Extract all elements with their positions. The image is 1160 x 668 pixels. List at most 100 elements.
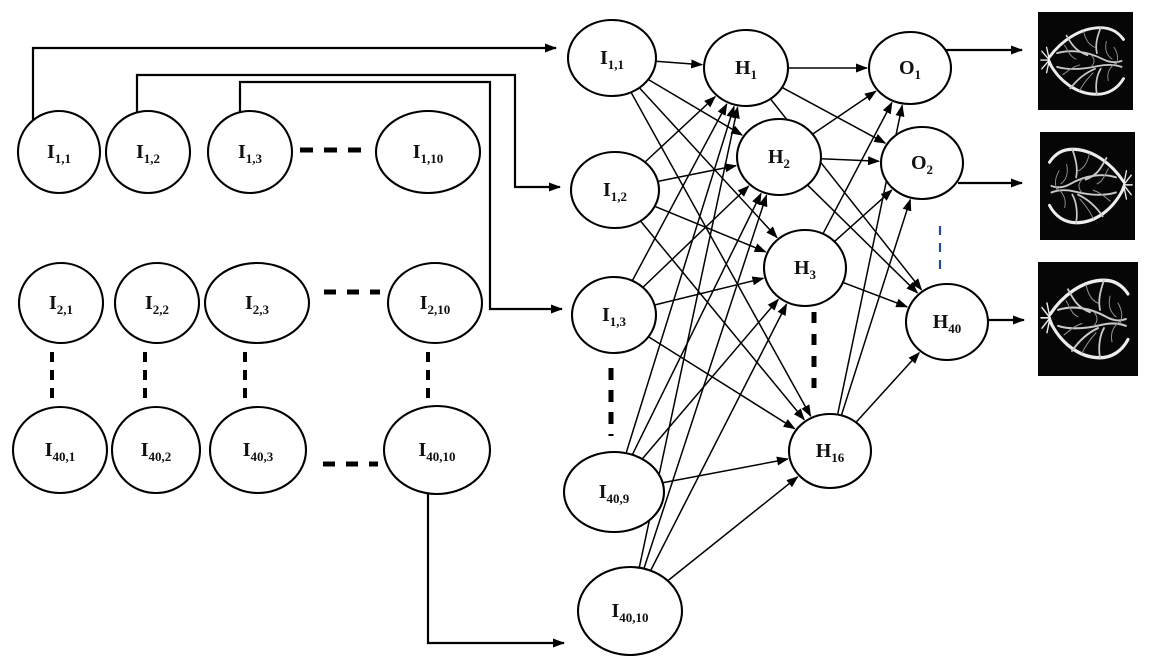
node-H-2: H2 (735, 117, 823, 197)
node-circle (206, 109, 294, 195)
route-I12 (135, 73, 561, 192)
edge-m4010-h2 (643, 194, 768, 569)
edge-h2-o2 (820, 156, 881, 166)
vessel-twig (1113, 46, 1119, 66)
retina-vessel-image-1 (1038, 12, 1133, 110)
vessel-twig (1093, 311, 1098, 327)
edge-m13-h1 (631, 103, 728, 282)
vessel-branch (1065, 34, 1089, 57)
route-I4010 (426, 494, 565, 648)
vessel-branch (1095, 67, 1102, 96)
node-label: I2,1 (49, 292, 73, 317)
edge-m12-h16 (639, 220, 805, 421)
node-I-2-2: I2,2 (113, 261, 201, 345)
node-I-1-1: I1,1 (566, 18, 658, 98)
vessel-branch (1057, 322, 1127, 330)
vessel-branch (1071, 148, 1078, 179)
node-I-2-3: I2,3 (203, 261, 311, 345)
vessel-branch (1056, 63, 1123, 70)
node-label: I1,1 (47, 141, 71, 166)
node-circle (382, 404, 492, 496)
edge-h2-h40 (806, 184, 919, 294)
node-I-40-2: I40,2 (110, 405, 202, 495)
node-I-2-1: I2,1 (17, 261, 105, 345)
optic-disc-ray (1122, 170, 1128, 186)
node-label: H3 (794, 257, 817, 282)
vessel-twig (1054, 170, 1060, 191)
optic-disc-ray (1046, 302, 1051, 319)
vessel-twig (1079, 72, 1094, 91)
node-H-16: H16 (787, 412, 873, 490)
optic-disc-ray (1122, 184, 1128, 200)
vessel-twig (1079, 198, 1094, 219)
vessel-twig (1060, 163, 1068, 185)
node-circle (787, 412, 873, 490)
optic-disc-ray (1045, 46, 1051, 61)
optic-disc-ray (1118, 184, 1125, 198)
edge-m12-h1 (644, 95, 717, 163)
vessel-twig (1085, 284, 1099, 304)
vessel-branch (1098, 279, 1105, 311)
optic-disc-ray (1041, 50, 1051, 61)
vessel-branch (1067, 288, 1091, 314)
vessel-twig (1062, 64, 1081, 76)
node-circle (11, 405, 109, 495)
node-label: O2 (911, 152, 933, 177)
node-circle (904, 282, 990, 362)
node-label: I40,9 (599, 481, 630, 506)
edge-m12-h2 (657, 163, 738, 183)
node-circle (386, 261, 484, 345)
edge-h3-h40 (842, 281, 909, 308)
vessel-twig (1083, 31, 1096, 48)
edge-m13-h3 (654, 276, 765, 306)
vessel-branch (1095, 26, 1102, 55)
node-label: I40,10 (611, 600, 648, 625)
node-label: I1,2 (603, 179, 627, 204)
vessel-twig (1056, 187, 1066, 209)
node-H-1: H1 (702, 28, 790, 108)
vessel-twig (1065, 300, 1079, 318)
node-label: I40,10 (418, 439, 455, 464)
node-label: H1 (735, 57, 757, 82)
optic-disc-ray (1041, 317, 1051, 329)
node-circle (374, 109, 482, 195)
node-label: I1,10 (413, 141, 444, 166)
vessel-twig (1064, 44, 1077, 60)
node-circle (104, 109, 192, 195)
optic-disc-ray (1048, 59, 1055, 72)
node-I-1-3: I1,3 (570, 275, 658, 355)
node-circle (735, 117, 823, 197)
edge-m11-h1 (655, 59, 704, 69)
optic-disc-ray (1122, 184, 1132, 196)
vessel-branch (1098, 327, 1105, 359)
vessel-twig (1081, 332, 1097, 354)
node-circle (17, 261, 105, 345)
node-circle (867, 30, 953, 106)
edge-h2-o1 (812, 90, 877, 135)
node-circle (702, 28, 790, 108)
node-I-1-10: I1,10 (374, 109, 482, 195)
node-I-40-10: I40,10 (382, 404, 492, 496)
optic-disc-ray (1122, 174, 1132, 186)
vessel-twig (1108, 295, 1117, 318)
vessel-branch (1069, 67, 1096, 90)
edge-h16-o2 (840, 198, 912, 416)
node-I-40-3: I40,3 (208, 405, 308, 495)
node-circle (16, 109, 102, 195)
node-label: I40,3 (243, 439, 274, 464)
vessel-twig (1078, 178, 1083, 194)
vessel-twig (1105, 40, 1113, 60)
node-label: H16 (816, 440, 845, 465)
node-label: H40 (933, 311, 962, 336)
node-circle (570, 275, 658, 355)
vessel-branch (1071, 327, 1099, 352)
node-label: I2,2 (145, 292, 169, 317)
edge-m11-h3 (638, 87, 778, 239)
node-label: I2,10 (420, 292, 451, 317)
node-circle (762, 228, 848, 308)
node-circle (110, 405, 202, 495)
edge-m409-h16 (662, 456, 789, 484)
edge-m11-h2 (647, 78, 744, 136)
